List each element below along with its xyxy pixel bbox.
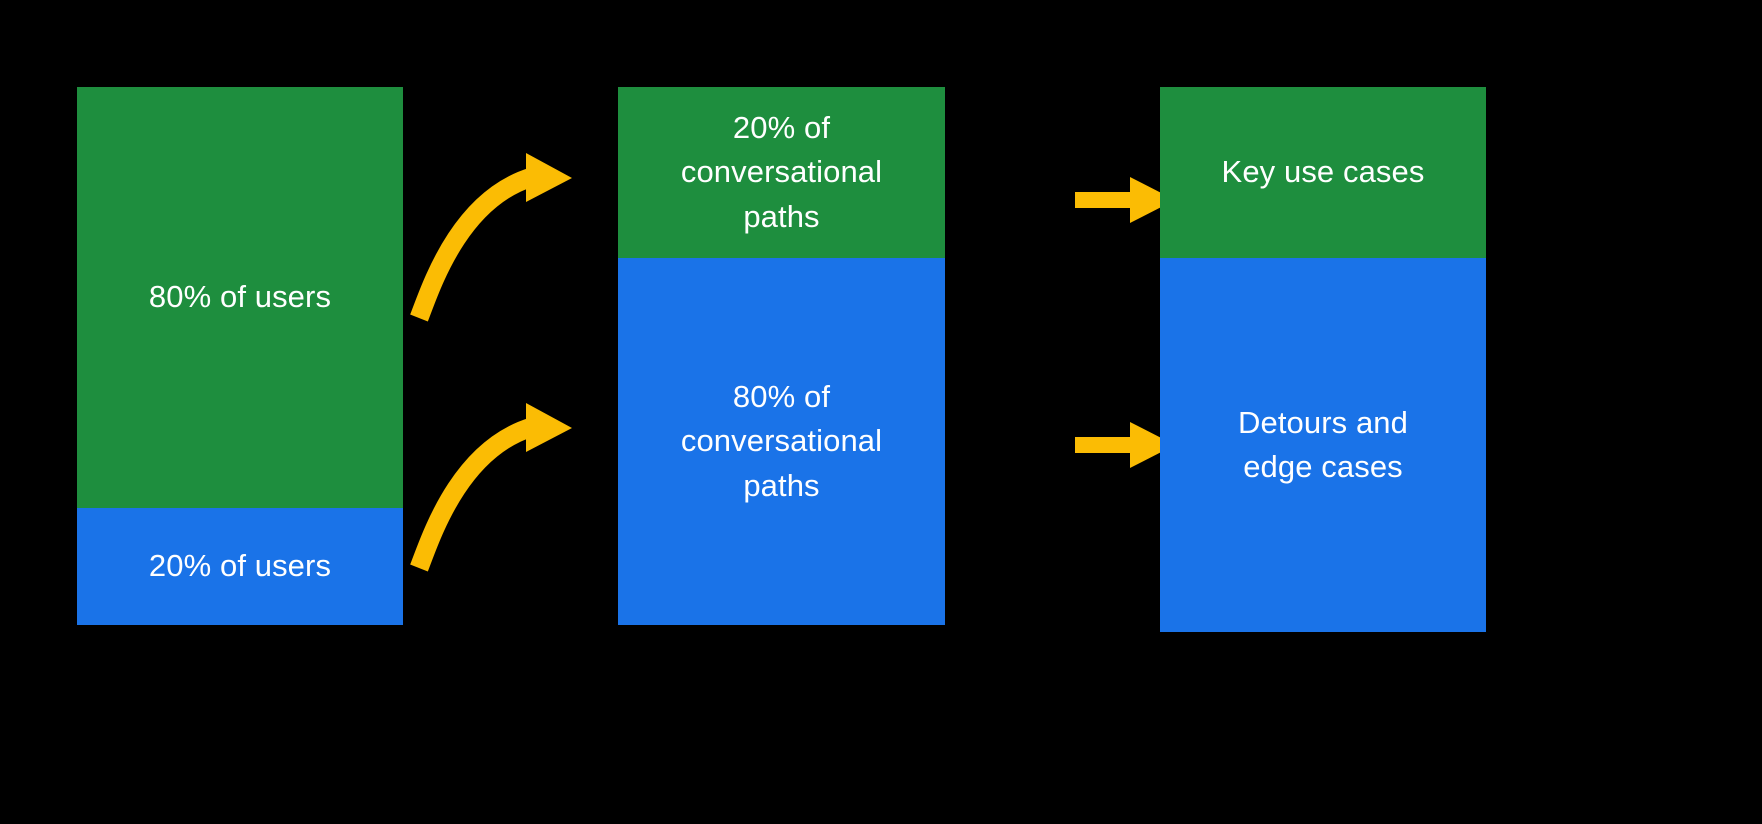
segment-20-percent-users: 20% of users — [77, 508, 403, 625]
column-outcomes: Key use cases Detours and edge cases — [1160, 87, 1486, 632]
segment-label: 20% of conversational paths — [680, 110, 883, 234]
segment-key-use-cases: Key use cases — [1160, 87, 1486, 258]
segment-80-percent-paths: 80% of conversational paths — [618, 258, 945, 625]
curved-arrow-users-to-top-paths — [410, 153, 572, 322]
segment-label: 80% of conversational paths — [680, 379, 883, 503]
segment-label: 20% of users — [148, 548, 332, 584]
segment-label: 80% of users — [148, 279, 332, 315]
column-users: 80% of users 20% of users — [77, 87, 403, 625]
curved-arrow-users-to-bottom-paths — [410, 403, 572, 572]
column-conversational-paths: 20% of conversational paths 80% of conve… — [618, 87, 945, 625]
straight-arrow-top-paths-to-key-use-cases — [1075, 177, 1175, 223]
segment-20-percent-paths: 20% of conversational paths — [618, 87, 945, 258]
segment-80-percent-users: 80% of users — [77, 87, 403, 508]
segment-detours-edge-cases: Detours and edge cases — [1160, 258, 1486, 632]
straight-arrow-bottom-paths-to-detours — [1075, 422, 1175, 468]
segment-label: Detours and edge cases — [1238, 404, 1408, 484]
segment-label: Key use cases — [1221, 154, 1425, 190]
